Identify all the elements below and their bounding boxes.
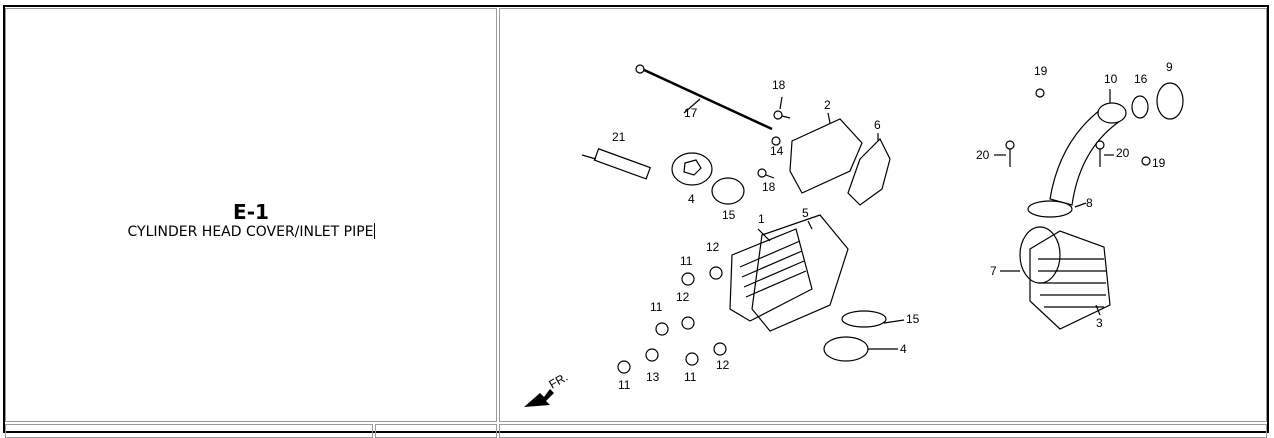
- callout-15: 15: [722, 208, 736, 222]
- part-14-washer[interactable]: [771, 136, 781, 146]
- callout-20: 20: [976, 148, 990, 162]
- part-20-bolt[interactable]: [1005, 140, 1015, 167]
- callout-19: 19: [1152, 156, 1166, 170]
- part-8-gasket[interactable]: [1027, 200, 1073, 218]
- callout-14: 14: [770, 144, 784, 158]
- callout-8: 8: [1086, 196, 1093, 210]
- callout-12: 12: [716, 358, 730, 372]
- front-direction-arrow: [524, 389, 554, 407]
- callout-9: 9: [1166, 60, 1173, 74]
- part-3-cylinder[interactable]: [1029, 230, 1111, 330]
- part-11-nut-a[interactable]: [681, 272, 695, 286]
- parts-page-frame: [3, 5, 1269, 433]
- callout-12: 12: [706, 240, 720, 254]
- part-9-insulator[interactable]: [1156, 82, 1184, 120]
- part-15-o-ring-b[interactable]: [841, 310, 887, 328]
- section-title: CYLINDER HEAD COVER/INLET PIPE: [127, 224, 374, 240]
- parts-table-header: [5, 424, 1267, 438]
- callout-20: 20: [1116, 146, 1130, 160]
- part-17-bolt[interactable]: [641, 67, 773, 131]
- callout-19: 19: [1034, 64, 1048, 78]
- part-11-nut-b[interactable]: [655, 322, 669, 336]
- part-19-bolt-b[interactable]: [1141, 156, 1151, 166]
- callout-7: 7: [990, 264, 997, 278]
- callout-21: 21: [612, 130, 626, 144]
- part-18-bolt-lower[interactable]: [757, 168, 775, 179]
- part-1-head-cover[interactable]: [729, 228, 813, 322]
- callout-16: 16: [1134, 72, 1148, 86]
- part-20-bolt-b[interactable]: [1095, 140, 1105, 167]
- callout-10: 10: [1104, 72, 1118, 86]
- callout-18: 18: [762, 180, 776, 194]
- text-cursor: [373, 223, 375, 239]
- part-5-gasket[interactable]: [751, 214, 849, 332]
- part-19-bolt[interactable]: [1035, 88, 1045, 98]
- callout-4: 4: [688, 192, 695, 206]
- part-12-washer-c[interactable]: [713, 342, 727, 356]
- front-direction-label: FR.: [547, 370, 571, 392]
- section-cell: E-1 CYLINDER HEAD COVER/INLET PIPE: [5, 8, 497, 422]
- callout-11: 11: [618, 378, 631, 392]
- part-16-o-ring[interactable]: [1131, 95, 1149, 119]
- part-13-washer[interactable]: [645, 348, 659, 362]
- part-2-cover[interactable]: [789, 118, 863, 194]
- section-code: E-1: [233, 200, 269, 224]
- callout-5: 5: [802, 206, 809, 220]
- exploded-diagram-cell: FR. 17 18 2 6 21 14 4 15 18 1 5 12 11 12…: [499, 8, 1267, 422]
- part-6-gasket[interactable]: [847, 137, 891, 206]
- exploded-parts-diagram: FR. 17 18 2 6 21 14 4 15 18 1 5 12 11 12…: [524, 60, 1184, 407]
- part-21-spark-plug[interactable]: [581, 148, 652, 180]
- callout-15: 15: [906, 312, 920, 326]
- callout-2: 2: [824, 98, 831, 112]
- part-12-washer-b[interactable]: [681, 316, 695, 330]
- callout-13: 13: [646, 370, 660, 384]
- callout-11: 11: [684, 370, 697, 384]
- callout-11: 11: [680, 254, 693, 268]
- callout-18: 18: [772, 78, 786, 92]
- part-4-plug-cap-b[interactable]: [823, 336, 869, 362]
- callout-4: 4: [900, 342, 907, 356]
- callout-1: 1: [758, 212, 765, 226]
- section-heading: E-1 CYLINDER HEAD COVER/INLET PIPE: [6, 201, 496, 241]
- callout-11: 11: [650, 300, 663, 314]
- callout-6: 6: [874, 118, 881, 132]
- part-11-nut-d[interactable]: [685, 352, 699, 366]
- table-header-col-2: [375, 424, 497, 438]
- table-header-col-1: [5, 424, 373, 438]
- part-4-plug-cap[interactable]: [671, 152, 713, 186]
- callout-12: 12: [676, 290, 690, 304]
- part-11-nut-c[interactable]: [617, 360, 631, 374]
- part-7-gasket[interactable]: [1019, 226, 1061, 284]
- callout-3: 3: [1096, 316, 1103, 330]
- part-18-bolt[interactable]: [773, 110, 791, 120]
- part-10-inlet-pipe[interactable]: [1049, 102, 1127, 206]
- callout-17: 17: [684, 106, 698, 120]
- part-12-washer-a[interactable]: [709, 266, 723, 280]
- table-header-col-3: [499, 424, 1267, 438]
- part-15-o-ring[interactable]: [711, 177, 745, 205]
